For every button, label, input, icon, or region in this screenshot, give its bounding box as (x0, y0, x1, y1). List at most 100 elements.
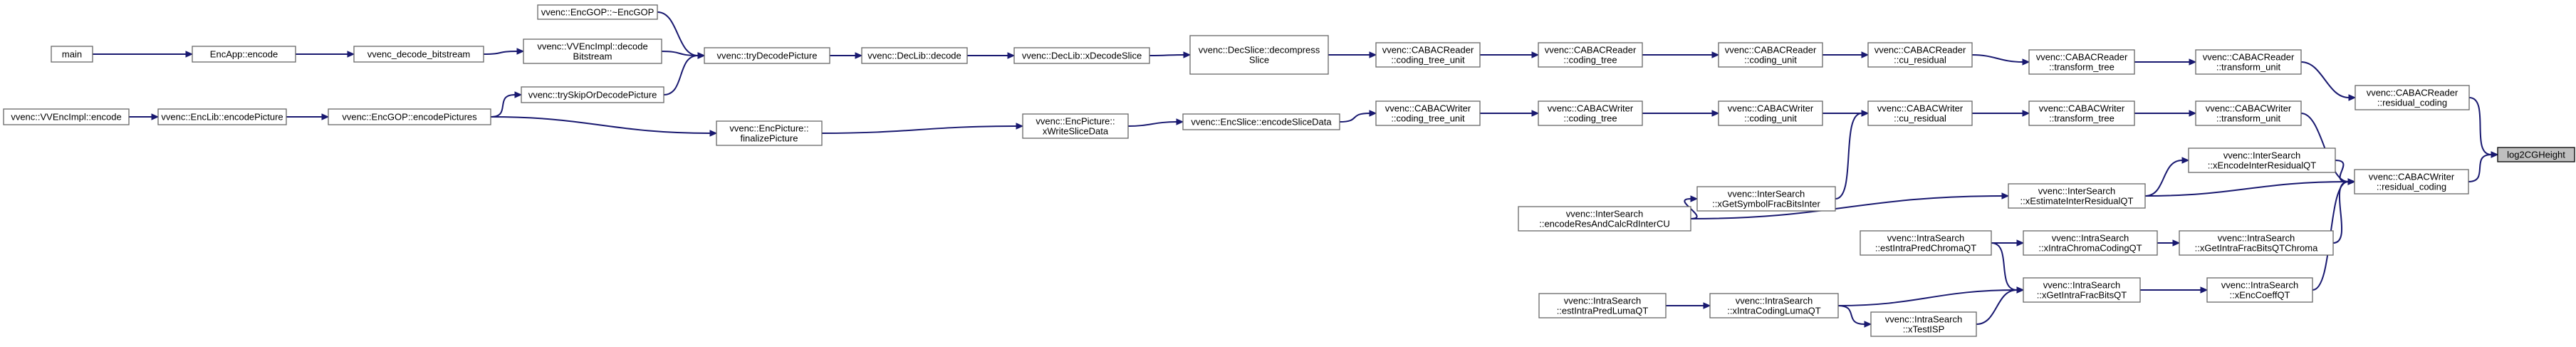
edge-encodePictures-to-trySkip (490, 94, 516, 118)
node-coding_unit_writer[interactable]: vvenc::CABACWriter::coding_unit (1718, 100, 1823, 126)
node-label: ::xGetSymbolFracBitsInter (1712, 199, 1820, 209)
arrowhead-icon (709, 130, 718, 137)
node-label: vvenc::InterSearch (2038, 186, 2115, 197)
arrowhead-icon (516, 48, 525, 55)
node-coding_tree_writer[interactable]: vvenc::CABACWriter::coding_tree (1538, 100, 1643, 126)
node-xEncCoeffQT[interactable]: vvenc::IntraSearch::xEncCoeffQT (2206, 277, 2313, 303)
node-transform_tree_writer[interactable]: vvenc::CABACWriter::transform_tree (2028, 100, 2135, 126)
node-xEncodeInterResidualQT[interactable]: vvenc::InterSearch::xEncodeInterResidual… (2188, 147, 2336, 173)
node-box (1718, 100, 1823, 126)
node-label: vvenc::CABACWriter (1877, 103, 1964, 114)
edge-transform_unit_reader-to-residual_coding_reader (2300, 61, 2350, 98)
arrowhead-icon (1690, 195, 1699, 202)
node-encodePictures[interactable]: vvenc::EncGOP::encodePictures (328, 108, 491, 125)
arrowhead-icon (347, 51, 355, 58)
edge-encodeResAndCalc-to-xEstimateInterResidualQT (1690, 195, 2003, 219)
node-transform_unit_reader[interactable]: vvenc::CABACReader::transform_unit (2195, 49, 2302, 75)
node-label: finalizePicture (741, 133, 798, 144)
node-xWriteSliceData[interactable]: vvenc::EncPicture::xWriteSliceData (1022, 113, 1129, 139)
edge-vvencDecodeBitstream-to-vvEncImplDecode (483, 51, 518, 55)
node-label: vvenc::CABACReader (2203, 52, 2295, 63)
node-label: vvenc::tryDecodePicture (717, 51, 818, 61)
node-transform_unit_writer[interactable]: vvenc::CABACWriter::transform_unit (2195, 100, 2302, 126)
node-label: ::estIntraPredChromaQT (1875, 243, 1976, 254)
node-transform_tree_reader[interactable]: vvenc::CABACReader::transform_tree (2028, 49, 2135, 75)
node-finalizePicture[interactable]: vvenc::EncPicture::finalizePicture (716, 120, 823, 146)
node-encGopDtor[interactable]: vvenc::EncGOP::~EncGOP (537, 4, 658, 20)
arrowhead-icon (697, 52, 706, 59)
node-estIntraPredLumaQT[interactable]: vvenc::IntraSearch::estIntraPredLumaQT (1538, 293, 1667, 318)
node-residual_coding_writer[interactable]: vvenc::CABACWriter::residual_coding (2354, 169, 2469, 195)
node-label: vvenc::CABACReader (1874, 45, 1966, 56)
arrowhead-icon (2022, 110, 2030, 117)
node-box (523, 38, 662, 64)
arrowhead-icon (2348, 94, 2357, 101)
node-xGetIntraFracBitsQTChroma[interactable]: vvenc::IntraSearch::xGetIntraFracBitsQTC… (2179, 230, 2334, 256)
node-xEstimateInterResidualQT[interactable]: vvenc::InterSearch::xEstimateInterResidu… (2008, 183, 2146, 209)
edge-residual_coding_reader-to-log2CGHeight (2468, 97, 2492, 155)
arrowhead-icon (1183, 51, 1191, 58)
arrowhead-icon (2001, 192, 2010, 200)
node-estIntraPredChromaQT[interactable]: vvenc::IntraSearch::estIntraPredChromaQT (1860, 230, 1992, 256)
node-xIntraCodingLumaQT[interactable]: vvenc::IntraSearch::xIntraCodingLumaQT (1709, 293, 1839, 318)
node-label: xWriteSliceData (1043, 126, 1109, 137)
node-encodePicture[interactable]: vvenc::EncLib::encodePicture (157, 108, 287, 125)
node-label: main (62, 49, 82, 60)
node-label: vvenc::CABACWriter (2369, 172, 2455, 182)
node-log2CGHeight[interactable]: log2CGHeight (2497, 147, 2575, 162)
node-label: ::xGetIntraFracBitsQTChroma (2195, 243, 2318, 254)
node-cu_residual_reader[interactable]: vvenc::CABACReader::cu_residual (1867, 42, 1973, 68)
node-main[interactable]: main (51, 46, 93, 63)
edge-transform_unit_writer-to-residual_coding_writer (2300, 113, 2349, 182)
arrowhead-icon (2189, 110, 2197, 117)
edge-xWriteSliceData-to-encodeSliceData (1127, 121, 1177, 127)
node-encodeResAndCalc[interactable]: vvenc::InterSearch::encodeResAndCalcRdIn… (1518, 206, 1691, 232)
node-box (2023, 277, 2141, 303)
node-decLibDecode[interactable]: vvenc::DecLib::decode (861, 47, 968, 64)
node-xTestISP[interactable]: vvenc::IntraSearch::xTestISP (1870, 311, 1977, 337)
node-xDecodeSlice[interactable]: vvenc::DecLib::xDecodeSlice (1013, 47, 1150, 64)
node-label: vvenc::EncPicture:: (1036, 116, 1115, 127)
node-tryDecodePicture[interactable]: vvenc::tryDecodePicture (704, 47, 830, 64)
node-vvEncImplEncode[interactable]: vvenc::VVEncImpl::encode (3, 108, 130, 125)
node-label: vvenc::CABACReader (1545, 45, 1637, 56)
node-xIntraChromaCodingQT[interactable]: vvenc::IntraSearch::xIntraChromaCodingQT (2023, 230, 2158, 256)
node-encodeSliceData[interactable]: vvenc::EncSlice::encodeSliceData (1182, 113, 1340, 130)
node-box (2497, 147, 2575, 162)
node-coding_tree_reader[interactable]: vvenc::CABACReader::coding_tree (1538, 42, 1643, 68)
node-label: ::transform_tree (2049, 113, 2114, 124)
node-box (1375, 42, 1481, 68)
node-coding_unit_reader[interactable]: vvenc::CABACReader::coding_unit (1718, 42, 1823, 68)
node-box (1870, 311, 1977, 337)
node-label: ::transform_unit (2216, 62, 2281, 73)
node-label: vvenc::VVEncImpl::decode (537, 41, 647, 52)
arrowhead-icon (2172, 239, 2181, 247)
node-coding_tree_unit_writer[interactable]: vvenc::CABACWriter::coding_tree_unit (1375, 100, 1481, 126)
node-label: ::coding_tree (1563, 55, 1617, 66)
node-box (2028, 100, 2135, 126)
node-box (1538, 293, 1667, 318)
node-coding_tree_unit_reader[interactable]: vvenc::CABACReader::coding_tree_unit (1375, 42, 1481, 68)
node-cu_residual_writer[interactable]: vvenc::CABACWriter::cu_residual (1867, 100, 1973, 126)
node-label: vvenc::IntraSearch (2221, 280, 2298, 291)
node-encAppEncode[interactable]: EncApp::encode (192, 46, 296, 63)
node-box (2355, 85, 2470, 110)
node-box (2195, 100, 2302, 126)
edge-xEstimateInterResidualQT-to-xEncodeInterResidualQT (2144, 160, 2183, 197)
node-box (1538, 42, 1643, 68)
node-box (1189, 35, 1329, 75)
node-trySkip[interactable]: vvenc::trySkipOrDecodePicture (521, 86, 664, 103)
edge-cu_residual_reader-to-transform_tree_reader (1971, 54, 2023, 63)
node-xGetSymbolFracBitsInter[interactable]: vvenc::InterSearch::xGetSymbolFracBitsIn… (1696, 186, 1836, 212)
node-residual_coding_reader[interactable]: vvenc::CABACReader::residual_coding (2355, 85, 2470, 110)
node-vvencDecodeBitstream[interactable]: vvenc_decode_bitstream (353, 46, 484, 63)
node-label: ::coding_unit (1744, 55, 1797, 66)
arrowhead-icon (1176, 118, 1184, 125)
node-box (861, 47, 968, 64)
arrowhead-icon (1369, 51, 1377, 58)
node-xGetIntraFracBitsQT[interactable]: vvenc::IntraSearch::xGetIntraFracBitsQT (2023, 277, 2141, 303)
arrowhead-icon (2022, 58, 2030, 66)
edges-layer (92, 11, 2499, 328)
